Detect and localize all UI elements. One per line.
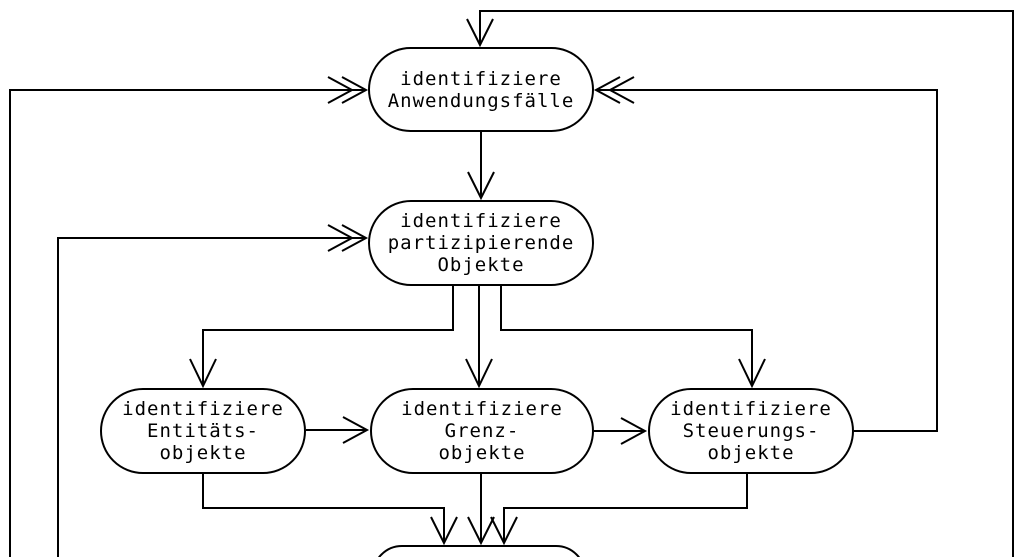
arrowhead-down-icon <box>467 171 495 201</box>
arrowhead-down-icon <box>467 516 495 546</box>
edge-grenz-to-bottom <box>467 474 495 546</box>
node-label-line: Anwendungsfälle <box>387 89 575 112</box>
edge-left-loop-to-anwendungsfaelle <box>9 76 369 557</box>
arrowhead-down-icon <box>430 516 458 546</box>
node-label-line: Entitäts- <box>147 420 259 442</box>
edge-left-loop-to-partizipierende <box>57 224 369 557</box>
edge-grenz-to-steuerungs <box>594 417 648 445</box>
arrowhead-down-icon <box>189 358 217 389</box>
node-label-line: Objekte <box>437 254 525 276</box>
edge-anwendungsfaelle-to-partizipierende <box>467 132 495 201</box>
node-label-line: identifiziere <box>400 210 562 232</box>
node-label-line: identifiziere <box>122 398 284 420</box>
arrowhead-down-icon <box>466 18 494 48</box>
arrowhead-right-icon <box>327 76 355 104</box>
node-label-line: Steuerungs- <box>682 420 820 442</box>
edge-entitaets-to-grenz <box>306 416 370 444</box>
edge-steuerungs-to-anwendungsfaelle <box>593 76 938 432</box>
arrowhead-right-icon <box>342 416 370 444</box>
arrowhead-down-icon <box>465 358 493 389</box>
node-identifiziere-steuerungsobjekte: identifiziere Steuerungs- objekte <box>648 388 854 474</box>
arrowhead-right-icon <box>327 224 355 252</box>
node-label-line: partizipierende <box>387 232 575 254</box>
node-label-line: objekte <box>707 442 795 464</box>
edge-partizipierende-to-steuerungs <box>500 286 766 389</box>
arrowhead-right-icon <box>341 76 369 104</box>
node-identifiziere-anwendungsfaelle: identifiziere Anwendungsfälle <box>368 47 594 132</box>
edge-entitaets-to-bottom <box>202 474 458 546</box>
node-label-line: identifiziere <box>401 398 563 420</box>
node-label-line: identifiziere <box>400 67 562 90</box>
node-label-line: objekte <box>159 442 247 464</box>
edge-partizipierende-to-entitaets <box>189 286 454 389</box>
node-identifiziere-entitaetsobjekte: identifiziere Entitäts- objekte <box>100 388 306 474</box>
edge-steuerungs-to-bottom <box>490 474 748 546</box>
edge-partizipierende-to-grenz <box>465 286 493 389</box>
node-bottom-partial <box>372 545 586 557</box>
arrowhead-down-icon <box>490 516 518 546</box>
node-label-line: identifiziere <box>670 398 832 420</box>
arrowhead-left-icon <box>593 76 621 104</box>
node-identifiziere-grenzobjekte: identifiziere Grenz- objekte <box>370 388 594 474</box>
edge-outer-loop-to-anwendungsfaelle <box>466 10 1014 557</box>
node-identifiziere-partizipierende-objekte: identifiziere partizipierende Objekte <box>368 200 594 286</box>
arrowhead-right-icon <box>341 224 369 252</box>
node-label-line: Grenz- <box>444 420 520 442</box>
arrowhead-left-icon <box>607 76 635 104</box>
node-label-line: objekte <box>438 442 526 464</box>
arrowhead-right-icon <box>620 417 648 445</box>
arrowhead-down-icon <box>738 358 766 389</box>
